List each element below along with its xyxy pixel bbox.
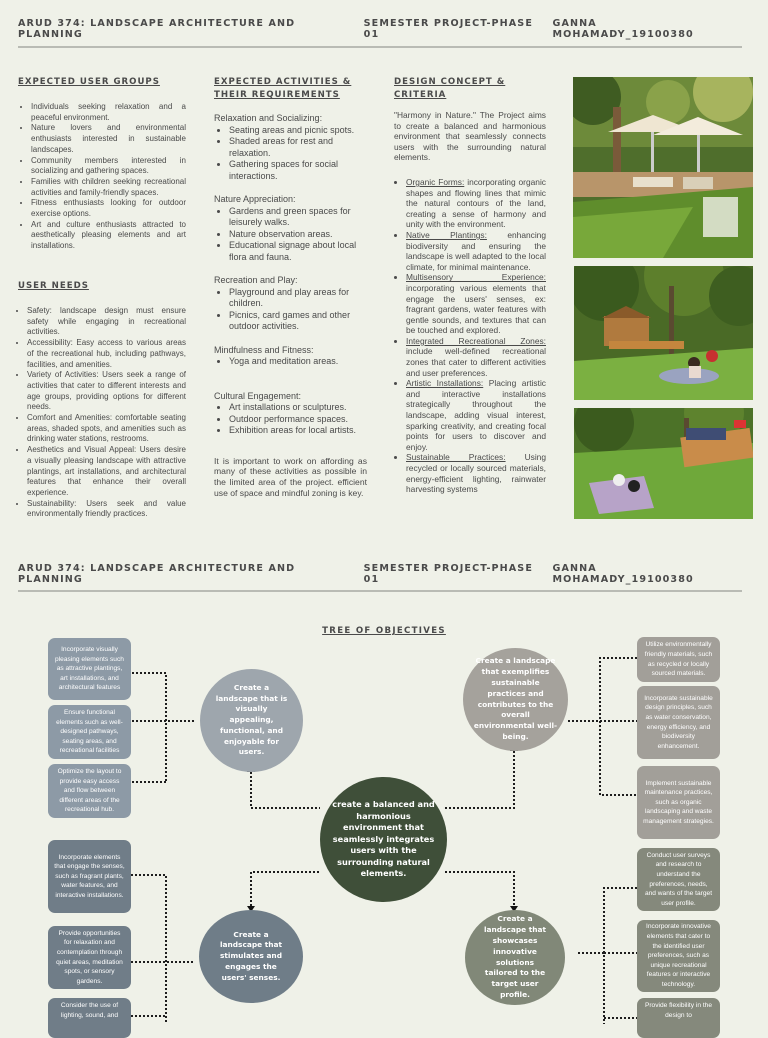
criterion-term: Organic Forms: [406,176,465,187]
course-title: ARUD 374: LANDSCAPE ARCHITECTURE AND PLA… [18,18,296,40]
list-item: Fitness enthusiasts looking for outdoor … [31,198,186,219]
concept-body: "Harmony in Nature." The Project aims to… [394,110,546,495]
header-divider [18,590,742,592]
objective-box: Incorporate visually pleasing elements s… [48,638,131,700]
user-groups-list: Individuals seeking relaxation and a pea… [18,102,186,252]
list-item: Gardens and green spaces for leisurely w… [229,206,367,229]
list-item: Families with children seeking recreatio… [31,177,186,198]
list-item: Sustainability: Users seek and value env… [27,499,186,520]
garden-umbrellas-photo [573,77,753,258]
list-item: Nature observation areas. [229,229,367,241]
objective-box: Consider the use of lighting, sound, and [48,998,131,1038]
list-item: Outdoor performance spaces. [229,414,367,426]
list-item: Art installations or sculptures. [229,402,367,414]
list-item: Integrated Recreational Zones: include w… [406,336,546,378]
objective-box: Incorporate innovative elements that cat… [637,920,720,992]
user-groups-title: EXPECTED USER GROUPS [18,77,160,87]
list-item: Yoga and meditation areas. [229,356,367,368]
activity-heading: Mindfulness and Fitness: [214,344,314,355]
criterion-text: Placing artistic and interactive install… [406,378,546,452]
objective-senses-circle: Create a landscape that stimulates and e… [199,910,303,1003]
list-item: Nature lovers and environmental enthusia… [31,123,186,155]
activity-heading: Nature Appreciation: [214,194,296,204]
list-item: Seating areas and picnic spots. [229,125,367,137]
activity-heading: Cultural Engagement: [214,390,302,401]
list-item: Variety of Activities: Users seek a rang… [27,370,186,413]
activities-section: EXPECTED ACTIVITIES & THEIR REQUIREMENTS… [214,76,367,498]
objective-box: Incorporate sustainable design principle… [637,686,720,759]
phase-label: SEMESTER PROJECT-PHASE 01 [363,563,533,585]
list-item: Multisensory Experience: incorporating v… [406,272,546,336]
activity-list: Gardens and green spaces for leisurely w… [214,206,367,264]
list-item: Educational signage about local flora an… [229,240,367,263]
list-item: Comfort and Amenities: comfortable seati… [27,413,186,445]
list-item: Native Plantings: enhancing biodiversity… [406,230,546,272]
list-item: Art and culture enthusiasts attracted to… [31,220,186,252]
criterion-term: Sustainable Practices: [406,452,506,463]
objective-innovative-circle: Create a landscape that showcases innova… [465,910,565,1005]
criterion-term: Native Plantings: [406,229,487,240]
criterion-term: Artistic Installations: [406,378,484,389]
concept-intro: "Harmony in Nature." The Project aims to… [394,110,546,163]
objective-box: Provide opportunities for relaxation and… [48,926,131,989]
list-item: Sustainable Practices: Using recycled or… [406,452,546,494]
criterion-text: include well-defined recreational zones … [406,346,546,378]
author-label: GANNA MOHAMADY_19100380 [552,563,694,585]
activity-list: Art installations or sculptures. Outdoor… [214,402,367,437]
list-item: Accessibility: Easy access to various ar… [27,338,186,370]
concept-criteria-list: Organic Forms: incorporating organic sha… [394,177,546,495]
list-item: Aesthetics and Visual Appeal: Users desi… [27,445,186,499]
objective-box: Conduct user surveys and research to und… [637,848,720,911]
objective-box: Incorporate elements that engage the sen… [48,840,131,913]
criterion-text: incorporating various elements that enga… [406,282,546,336]
objective-box: Optimize the layout to provide easy acce… [48,764,131,818]
author-label: GANNA MOHAMADY_19100380 [552,18,694,40]
list-item: Community members interested in socializ… [31,156,186,177]
objective-sustainable-circle: Create a landscape that exemplifies sust… [463,648,568,751]
central-goal-circle: create a balanced and harmonious environ… [320,777,447,902]
activities-note: It is important to work on affording as … [214,455,367,498]
list-item: Safety: landscape design must ensure saf… [27,306,186,338]
criterion-term: Multisensory Experience: [406,272,546,283]
header-divider [18,46,742,48]
activities-title: EXPECTED ACTIVITIES & THEIR REQUIREMENTS [214,77,352,100]
page-header-2: ARUD 374: LANDSCAPE ARCHITECTURE AND PLA… [18,563,742,585]
activity-heading: Recreation and Play: [214,275,298,285]
picnic-lawn-photo [574,408,753,519]
criterion-term: Integrated Recreational Zones: [406,335,546,346]
playground-picnic-photo [574,266,753,400]
activity-list: Yoga and meditation areas. [214,356,367,368]
list-item: Individuals seeking relaxation and a pea… [31,102,186,123]
concept-title: DESIGN CONCEPT & CRITERIA [394,77,506,100]
list-item: Exhibition areas for local artists. [229,425,367,437]
objective-box: Utilize environmentally friendly materia… [637,637,720,682]
criterion-text: enhancing biodiversity and ensuring the … [406,229,546,272]
list-item: Gathering spaces for social interactions… [229,159,367,182]
objective-box: Ensure functional elements such as well-… [48,705,131,759]
objective-visual-circle: Create a landscape that is visually appe… [200,669,303,772]
activity-heading: Relaxation and Socializing: [214,113,323,123]
user-groups-section: EXPECTED USER GROUPS Individuals seeking… [18,76,186,252]
user-needs-list: Safety: landscape design must ensure saf… [18,306,186,520]
list-item: Picnics, card games and other outdoor ac… [229,310,367,333]
user-needs-title: USER NEEDS [18,281,89,291]
course-title: ARUD 374: LANDSCAPE ARCHITECTURE AND PLA… [18,563,296,585]
list-item: Organic Forms: incorporating organic sha… [406,177,546,230]
activities-body: Relaxation and Socializing: Seating area… [214,113,367,498]
objective-box: Provide flexibility in the design to [637,998,720,1038]
tree-title: TREE OF OBJECTIVES [322,626,446,636]
user-needs-section: USER NEEDS Safety: landscape design must… [18,280,186,520]
activity-list: Seating areas and picnic spots. Shaded a… [214,125,367,183]
list-item: Playground and play areas for children. [229,287,367,310]
page-header: ARUD 374: LANDSCAPE ARCHITECTURE AND PLA… [18,18,742,40]
criterion-text: incorporating organic shapes and flowing… [406,176,546,230]
criterion-text: Using recycled or locally sourced materi… [406,452,546,495]
objective-box: Implement sustainable maintenance practi… [637,766,720,839]
phase-label: SEMESTER PROJECT-PHASE 01 [363,18,533,40]
concept-section: DESIGN CONCEPT & CRITERIA "Harmony in Na… [394,76,546,495]
activity-list: Playground and play areas for children. … [214,287,367,333]
list-item: Shaded areas for rest and relaxation. [229,136,367,159]
list-item: Artistic Installations: Placing artistic… [406,378,546,452]
